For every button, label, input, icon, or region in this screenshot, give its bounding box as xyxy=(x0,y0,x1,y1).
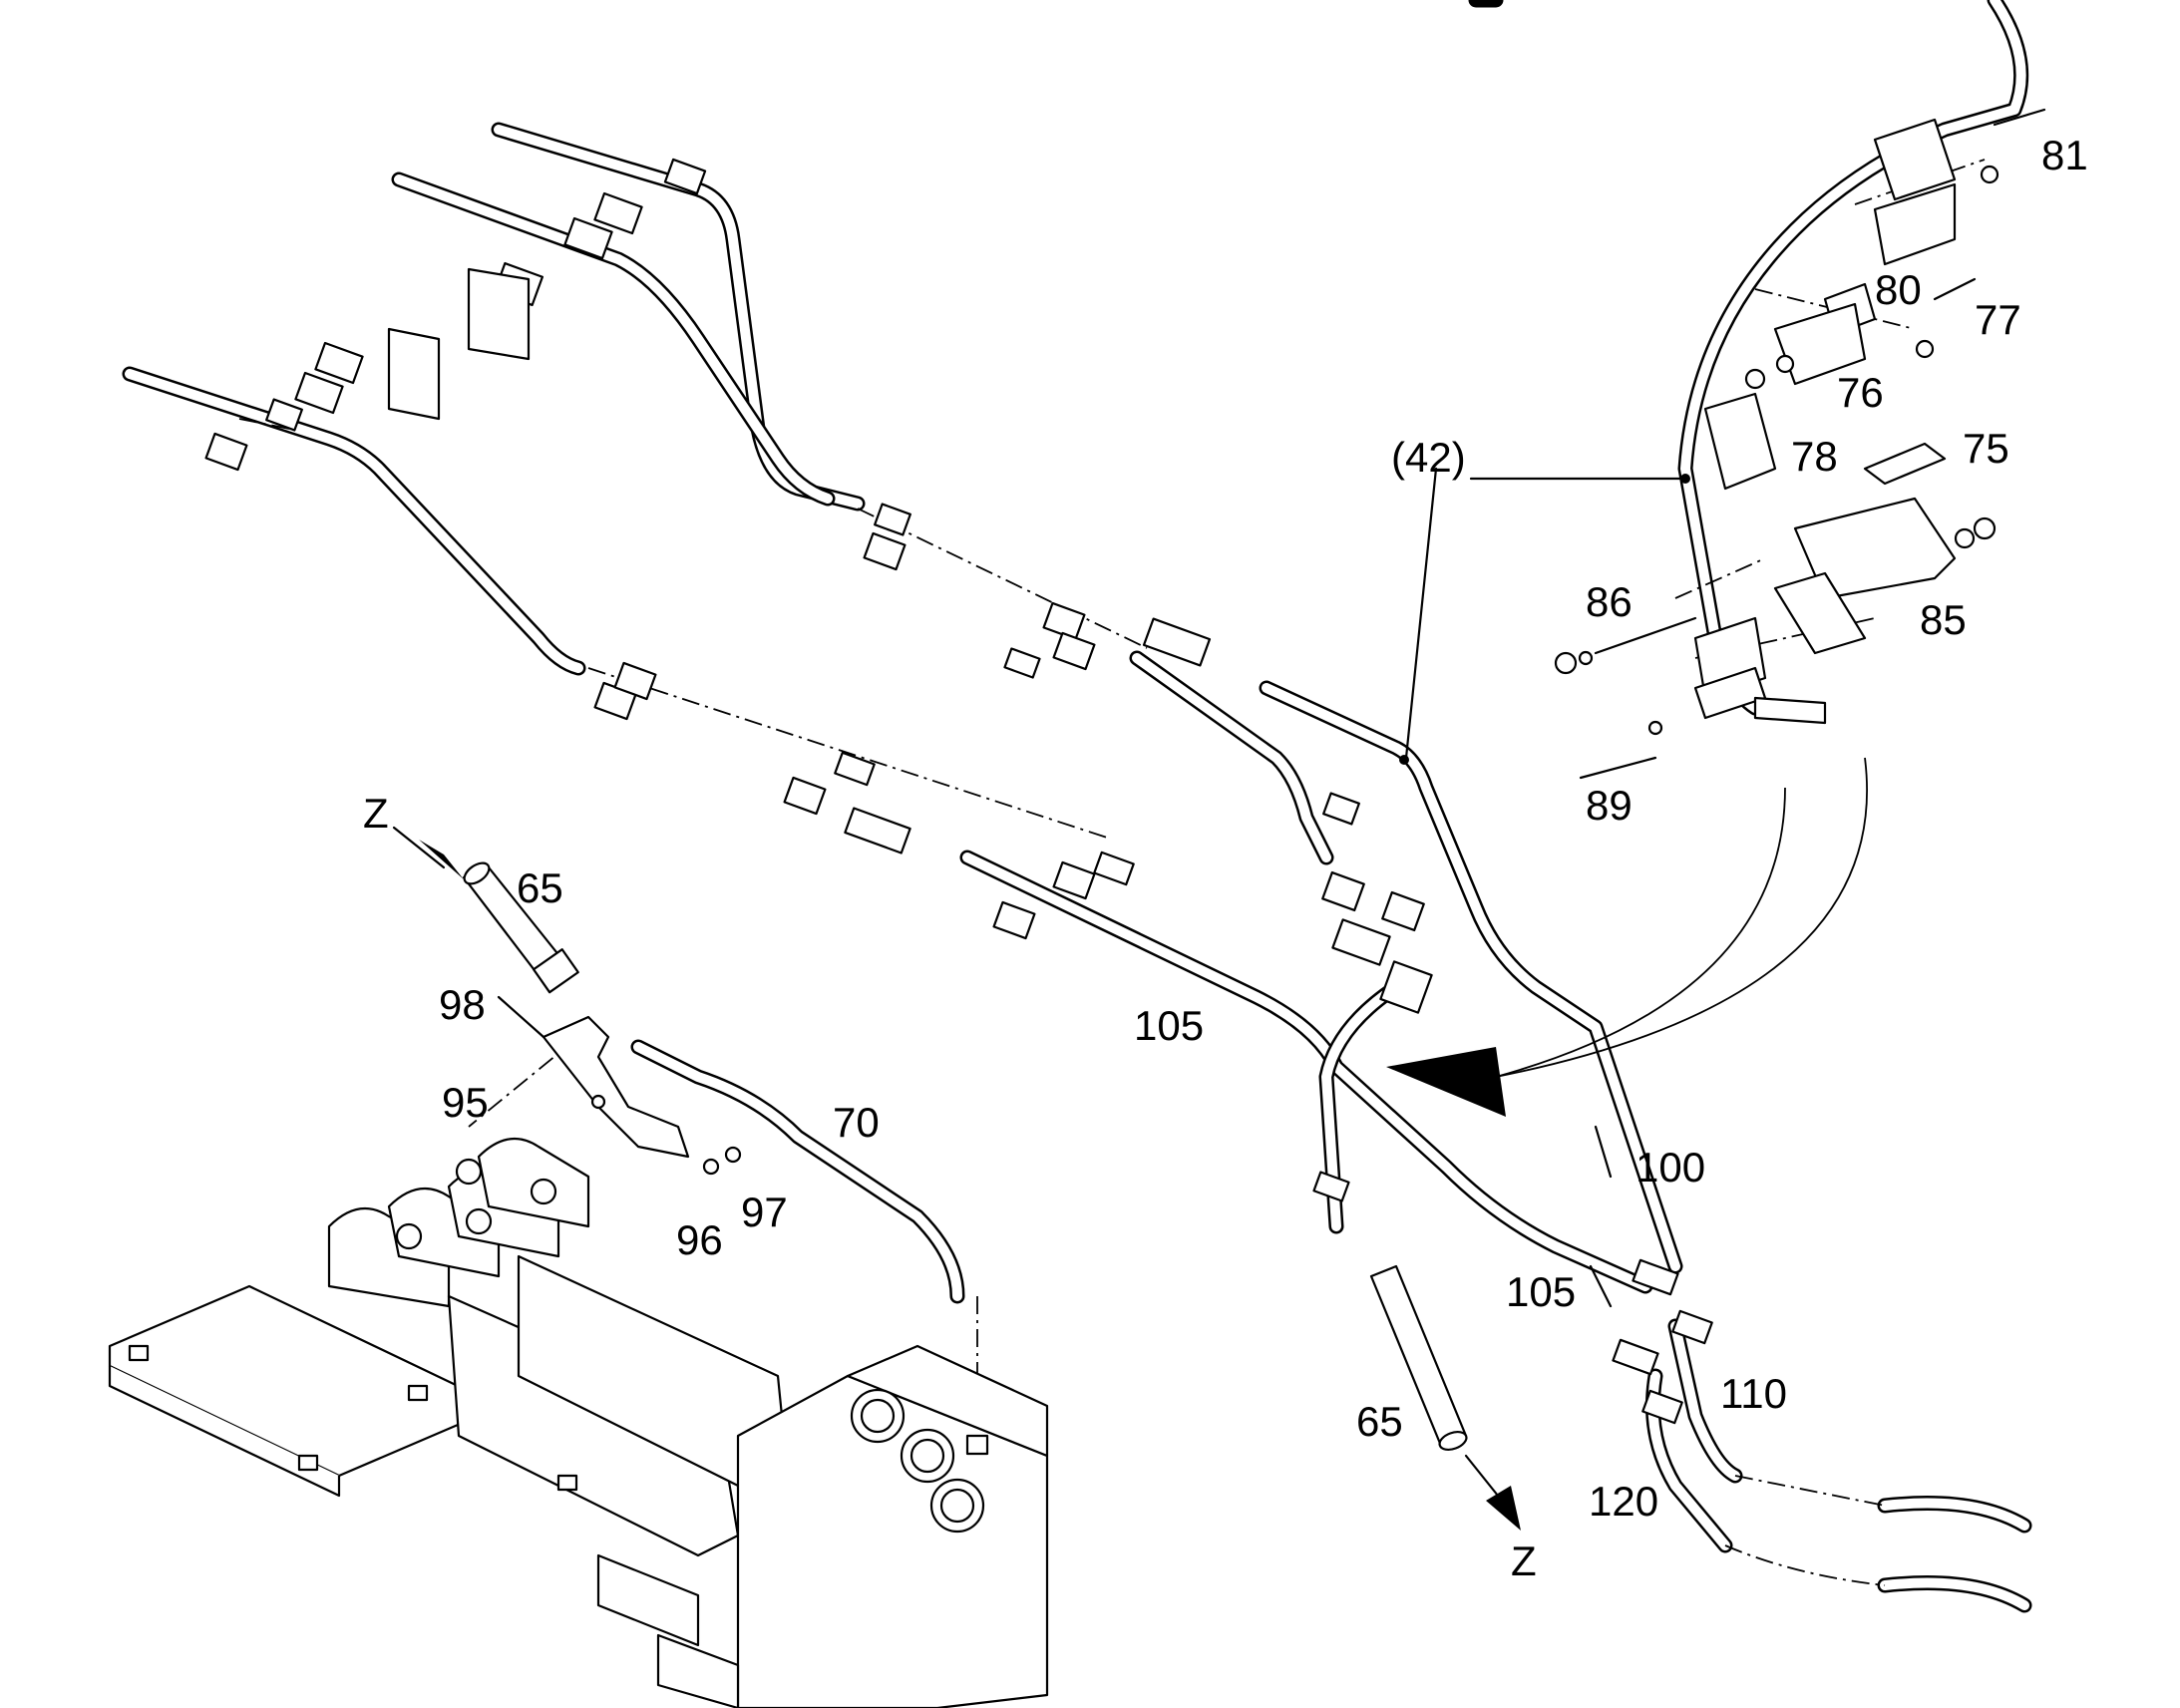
callout-100: 100 xyxy=(1635,1144,1705,1191)
callout-95: 95 xyxy=(442,1079,489,1126)
callout-80: 80 xyxy=(1875,266,1922,313)
callout-81: 81 xyxy=(2041,132,2088,178)
callout-96: 96 xyxy=(676,1216,723,1263)
callout-42: (42) xyxy=(1391,434,1466,481)
z-arrow-upper xyxy=(392,826,464,879)
right-mount-brackets xyxy=(1554,108,2046,780)
callout-65-upper: 65 xyxy=(517,864,563,911)
callout-76: 76 xyxy=(1837,369,1884,416)
callout-97: 97 xyxy=(741,1189,788,1235)
callout-77: 77 xyxy=(1975,296,2021,343)
callout-110: 110 xyxy=(1720,1370,1787,1417)
leader-lines xyxy=(1399,467,1690,1308)
callout-86: 86 xyxy=(1586,578,1633,625)
clamps-and-brackets xyxy=(204,158,1713,1425)
bracket-95 xyxy=(497,995,742,1176)
callout-120: 120 xyxy=(1589,1478,1658,1525)
detail-view-arrow xyxy=(1386,757,1868,1117)
chassis-frame xyxy=(108,1137,1049,1708)
callout-78: 78 xyxy=(1791,433,1838,480)
hose-65-upper xyxy=(462,861,579,994)
alignment-lines xyxy=(238,159,1986,1586)
callout-98: 98 xyxy=(439,981,486,1028)
callout-z-lower: Z xyxy=(1511,1537,1537,1584)
callout-89: 89 xyxy=(1586,782,1633,829)
callout-65-lower: 65 xyxy=(1356,1398,1403,1445)
upper-pipe-assembly xyxy=(122,0,2032,1613)
callout-85: 85 xyxy=(1920,596,1967,643)
callout-z-upper: Z xyxy=(363,790,389,837)
hose-65-lower xyxy=(1369,1264,1468,1452)
callout-70: 70 xyxy=(833,1099,880,1146)
z-arrow-lower xyxy=(1464,1454,1521,1531)
callout-75: 75 xyxy=(1963,425,2009,472)
callout-105-upper: 105 xyxy=(1134,1002,1204,1049)
callout-labels: 81 80 77 76 78 75 (42) 86 85 89 Z 65 98 … xyxy=(363,132,2088,1584)
callout-105-lower: 105 xyxy=(1506,1268,1576,1315)
